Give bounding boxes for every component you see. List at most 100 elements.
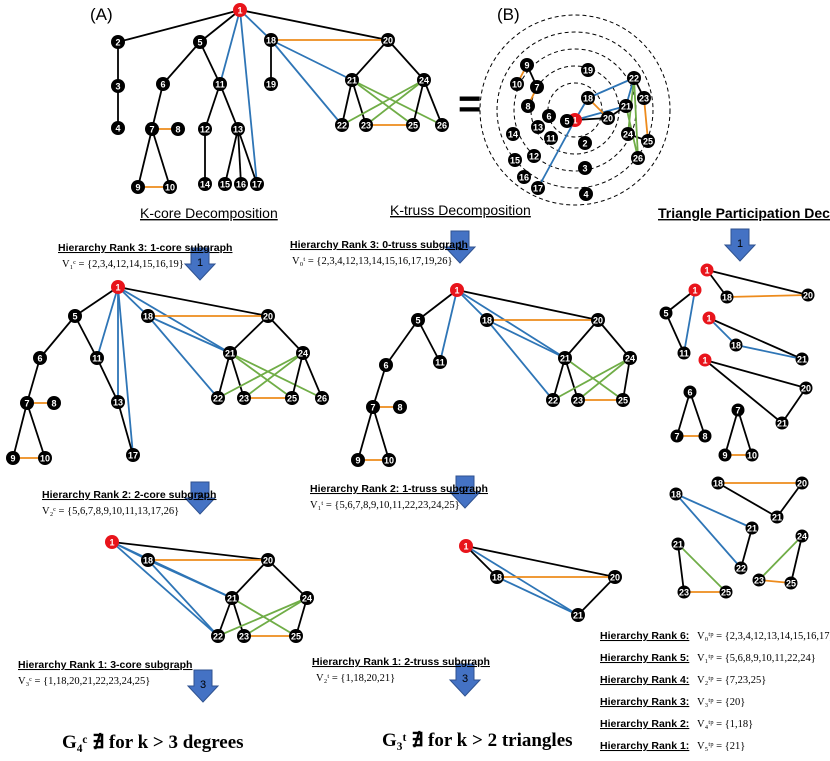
node-label-22: 22 bbox=[629, 74, 639, 84]
node-1 bbox=[459, 539, 473, 553]
tp-rank2-set: V₄ᵗᵖ = {1,18} bbox=[697, 719, 753, 730]
edge-24-25 bbox=[622, 357, 631, 401]
edge-23-24 bbox=[243, 352, 304, 399]
svg-text:1: 1 bbox=[197, 257, 203, 269]
node-label-17: 17 bbox=[533, 184, 543, 194]
edge-20-21 bbox=[577, 576, 616, 616]
node-label-13: 13 bbox=[533, 123, 543, 133]
node-label-21: 21 bbox=[797, 355, 807, 365]
edge-21-22 bbox=[217, 352, 231, 399]
svg-text:3: 3 bbox=[462, 673, 468, 685]
node-25 bbox=[719, 585, 733, 599]
node-9 bbox=[6, 451, 20, 465]
arrow-ktruss-3: 3 bbox=[449, 663, 481, 697]
node-label-24: 24 bbox=[625, 354, 635, 364]
node-26 bbox=[631, 151, 645, 165]
edge-1-20 bbox=[111, 541, 269, 561]
node-4 bbox=[111, 121, 125, 135]
node-label-18: 18 bbox=[143, 312, 153, 322]
edge-7-10 bbox=[151, 128, 171, 188]
node-label-11: 11 bbox=[215, 80, 225, 90]
edge-1-21 bbox=[117, 286, 231, 354]
edge-1-18 bbox=[239, 9, 272, 41]
edge-1-5 bbox=[199, 9, 241, 43]
tp-rank6-set: V₀ᵗᵖ = {2,3,4,12,13,14,15,16,17,18,19} bbox=[697, 631, 830, 642]
edge-24-25 bbox=[291, 352, 304, 399]
node-18 bbox=[669, 487, 683, 501]
node-18 bbox=[729, 338, 743, 352]
node-label-14: 14 bbox=[508, 130, 518, 140]
edge-1-2 bbox=[117, 9, 241, 43]
node-label-4: 4 bbox=[115, 124, 120, 134]
edge-7-9 bbox=[357, 406, 374, 461]
node-10 bbox=[510, 77, 524, 91]
node-label-22: 22 bbox=[548, 396, 558, 406]
edge-1-20 bbox=[456, 289, 599, 321]
arrow-ktruss-2: 2 bbox=[449, 475, 481, 509]
node-18 bbox=[480, 313, 494, 327]
tp-rank3-title: Hierarchy Rank 3: bbox=[600, 696, 689, 708]
node-label-1: 1 bbox=[463, 542, 468, 552]
node-label-20: 20 bbox=[803, 291, 813, 301]
node-10 bbox=[38, 451, 52, 465]
node-label-1: 1 bbox=[109, 538, 114, 548]
edge-1-18 bbox=[456, 289, 488, 321]
node-6 bbox=[379, 358, 393, 372]
node-24 bbox=[621, 127, 635, 141]
node-label-24: 24 bbox=[302, 594, 312, 604]
equals-sign: = bbox=[458, 82, 481, 126]
edge-21-26 bbox=[351, 79, 443, 126]
node-label-21: 21 bbox=[573, 611, 583, 621]
node-8 bbox=[47, 396, 61, 410]
node-25 bbox=[641, 134, 655, 148]
edge-20-24 bbox=[387, 39, 425, 81]
node-label-7: 7 bbox=[674, 432, 679, 442]
node-label-1: 1 bbox=[237, 6, 242, 16]
node-9 bbox=[351, 453, 365, 467]
node-label-18: 18 bbox=[492, 573, 502, 583]
edge-1-11 bbox=[219, 9, 241, 85]
node-18 bbox=[141, 553, 155, 567]
node-label-24: 24 bbox=[623, 130, 633, 140]
edge-18_b-21 bbox=[735, 344, 803, 360]
node-label-24: 24 bbox=[419, 76, 429, 86]
node-25 bbox=[616, 393, 630, 407]
node-label-7: 7 bbox=[149, 125, 154, 135]
node-24 bbox=[623, 351, 637, 365]
node-7 bbox=[20, 396, 34, 410]
kcore-rank1-set: V₃ᶜ = {1,18,20,21,22,23,24,25} bbox=[18, 676, 150, 687]
edge-24-26 bbox=[302, 352, 323, 399]
node-18 bbox=[711, 476, 725, 490]
edge-1-5 bbox=[417, 289, 458, 321]
tp-rank-list: Hierarchy Rank 6: V₀ᵗᵖ = {2,3,4,12,13,14… bbox=[600, 630, 830, 752]
edge-7_b-10 bbox=[737, 409, 753, 456]
node-label-14: 14 bbox=[200, 180, 210, 190]
edge-1-11 bbox=[96, 286, 119, 359]
node-label-20: 20 bbox=[801, 384, 811, 394]
edge-18-21 bbox=[486, 319, 566, 359]
node-label-10: 10 bbox=[165, 183, 175, 193]
node-label-2: 2 bbox=[115, 38, 120, 48]
node-label-11: 11 bbox=[92, 354, 102, 364]
node-4 bbox=[579, 187, 593, 201]
edge-21-23 bbox=[229, 352, 245, 399]
node-label-10: 10 bbox=[747, 451, 757, 461]
edge-18-22 bbox=[587, 77, 635, 99]
tp-rank2-title: Hierarchy Rank 2: bbox=[600, 718, 689, 730]
arrow-tp-1: 1 bbox=[724, 228, 756, 262]
svg-text:3: 3 bbox=[200, 679, 206, 691]
edge-20-24 bbox=[267, 559, 308, 599]
edge-23-24 bbox=[577, 357, 631, 401]
node-17 bbox=[126, 448, 140, 462]
edge-20-21 bbox=[231, 559, 269, 599]
node-25 bbox=[289, 629, 303, 643]
node-23 bbox=[637, 91, 651, 105]
node-label-7: 7 bbox=[24, 399, 29, 409]
node-24 bbox=[795, 529, 809, 543]
node-label-1: 1 bbox=[704, 266, 709, 276]
edge-20-21 bbox=[229, 315, 269, 354]
node-label-26: 26 bbox=[317, 394, 327, 404]
node-21 bbox=[745, 521, 759, 535]
